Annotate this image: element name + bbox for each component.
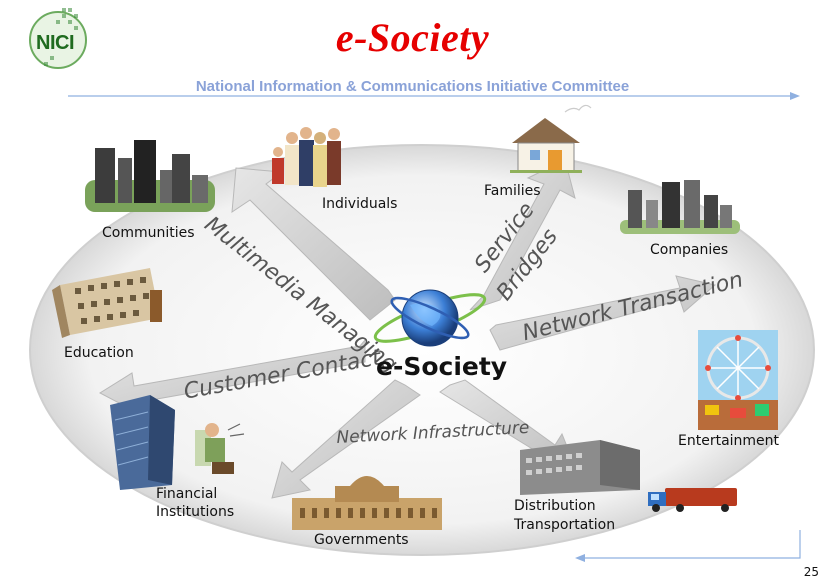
house-icon <box>510 104 592 173</box>
footer-bracket-arrowhead <box>575 554 585 562</box>
government-building-icon <box>292 476 442 530</box>
header-rule-arrowhead <box>790 92 800 100</box>
label-distribution-line2: Transportation <box>514 517 616 533</box>
office-towers-icon <box>620 180 740 234</box>
page-title: e-Society <box>335 15 490 60</box>
label-financial-line1: Financial <box>156 486 218 502</box>
label-individuals: Individuals <box>322 196 398 212</box>
city-skyline-icon <box>85 140 215 212</box>
warehouse-icon <box>520 440 640 495</box>
logo-text: NICI <box>36 32 75 54</box>
label-distribution-line1: Distribution <box>514 498 596 514</box>
label-distribution-transportation: Distribution Transportation <box>514 497 615 535</box>
label-financial-institutions: Financial Institutions <box>156 485 234 521</box>
arrow-customer-contact <box>98 338 366 416</box>
label-companies: Companies <box>650 242 729 258</box>
bank-tower-icon <box>110 395 175 490</box>
label-families: Families <box>484 183 541 199</box>
globe-icon <box>373 289 487 347</box>
arrow-network-transaction <box>489 275 717 351</box>
people-icon <box>272 127 341 187</box>
label-communities: Communities <box>102 225 195 241</box>
center-label: e-Society <box>376 352 508 381</box>
label-governments: Governments <box>314 532 409 548</box>
label-education: Education <box>64 345 134 361</box>
footer-bracket <box>585 530 801 559</box>
school-building-icon <box>52 268 162 338</box>
truck-icon <box>648 488 737 512</box>
nici-logo <box>29 8 87 69</box>
customer-service-icon <box>195 423 245 474</box>
ferris-wheel-icon <box>698 330 778 430</box>
label-financial-line2: Institutions <box>156 504 235 520</box>
page-number: 25 <box>803 565 819 579</box>
page-subtitle: National Information & Communications In… <box>195 78 630 95</box>
arrow-multimedia-managing <box>231 167 396 321</box>
arrow-governments <box>271 379 421 499</box>
label-entertainment: Entertainment <box>678 433 780 449</box>
